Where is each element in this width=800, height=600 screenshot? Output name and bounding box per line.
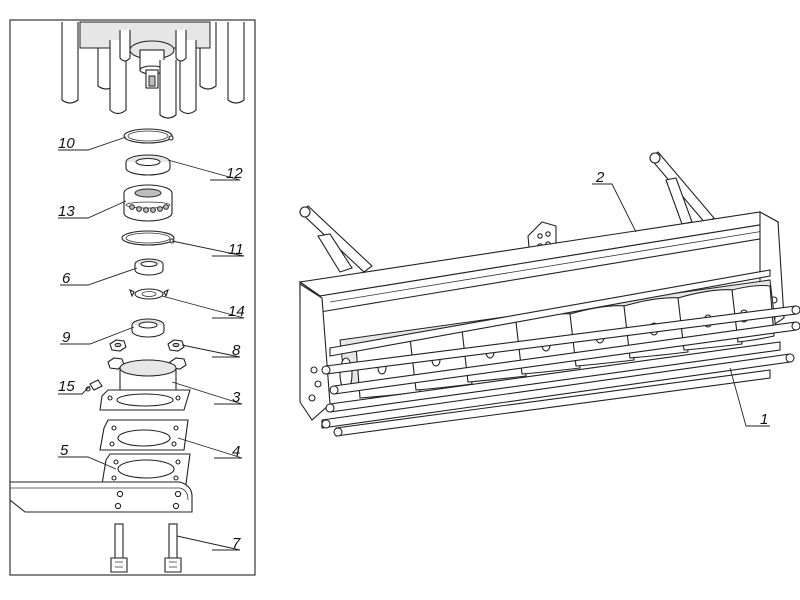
mounting-arm-left: [299, 205, 373, 273]
callout-1: 1: [760, 411, 768, 428]
callout-14: 14: [228, 303, 245, 320]
callout-10: 10: [58, 135, 75, 152]
callout-13: 13: [58, 203, 75, 220]
callout-4: 4: [232, 443, 240, 460]
nut-8: [107, 339, 187, 370]
lock-washer-14: [129, 288, 169, 300]
bearing-13: [123, 184, 173, 222]
seal-ring-12: [125, 154, 171, 176]
exploded-view-frame: [9, 19, 256, 576]
callout-5: 5: [60, 442, 69, 459]
frame-beam: [9, 481, 193, 513]
housing-3: [99, 359, 191, 411]
callout-7: 7: [232, 535, 241, 552]
mounting-arm-right: [649, 151, 715, 225]
ring-9: [131, 318, 165, 338]
callout-2: 2: [595, 169, 605, 186]
callout-15: 15: [58, 378, 75, 395]
rods-1: [321, 269, 800, 437]
ring-6: [134, 258, 164, 276]
bolt-7: [110, 523, 182, 573]
grease-nipple-15: [85, 379, 103, 392]
gasket-4: [99, 419, 189, 451]
callout-8: 8: [232, 342, 241, 359]
callout-6: 6: [62, 270, 71, 287]
frame-2: [298, 211, 785, 421]
exploded-view: [9, 19, 256, 576]
callout-12: 12: [226, 165, 243, 182]
callout-11: 11: [228, 241, 244, 258]
roller-assembly: [298, 151, 800, 437]
circlip-10: [123, 128, 174, 144]
rotor-hub: [61, 21, 245, 119]
callout-9: 9: [62, 329, 71, 346]
circlip-11: [121, 230, 175, 246]
callout-3: 3: [232, 389, 241, 406]
plate-5: [101, 453, 191, 485]
callouts: 10 12 13 11 6 14 9 8 15 3 4 5 7 2 1: [58, 135, 768, 552]
